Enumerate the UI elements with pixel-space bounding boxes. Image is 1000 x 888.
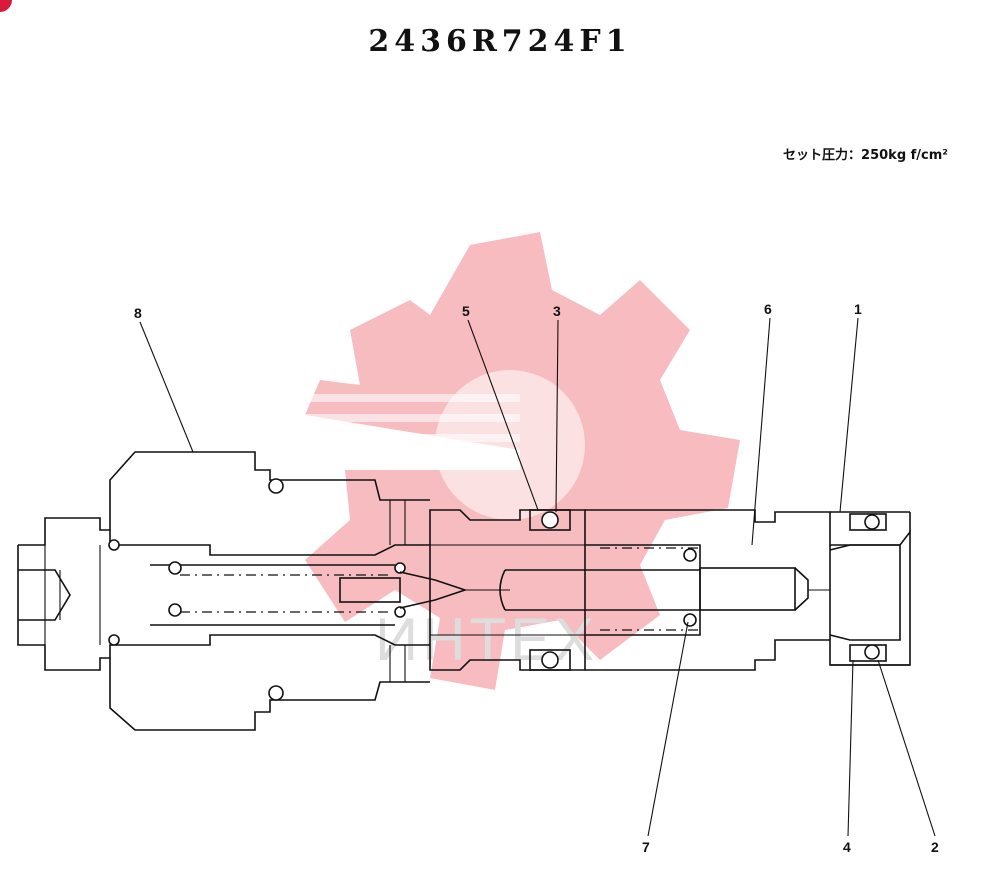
callout-6: 6	[764, 301, 772, 317]
callout-8: 8	[134, 305, 142, 321]
watermark-text: ИНТЕХ	[375, 606, 598, 673]
part-number-title: 2436R724F1	[368, 24, 632, 59]
callout-1: 1	[854, 301, 862, 317]
adjusting-stem	[150, 500, 510, 682]
callout-leaders	[139, 317, 936, 837]
set-pressure-note: セット圧力：250kg f/cm²	[783, 148, 948, 163]
callout-3: 3	[553, 303, 561, 319]
part-5-seat-body	[429, 509, 586, 671]
callout-2: 2	[931, 839, 939, 855]
callout-7: 7	[642, 839, 650, 855]
part-8-housing	[17, 451, 430, 731]
part-1-cap	[830, 511, 911, 666]
callout-4: 4	[843, 839, 851, 855]
callout-5: 5	[462, 303, 470, 319]
